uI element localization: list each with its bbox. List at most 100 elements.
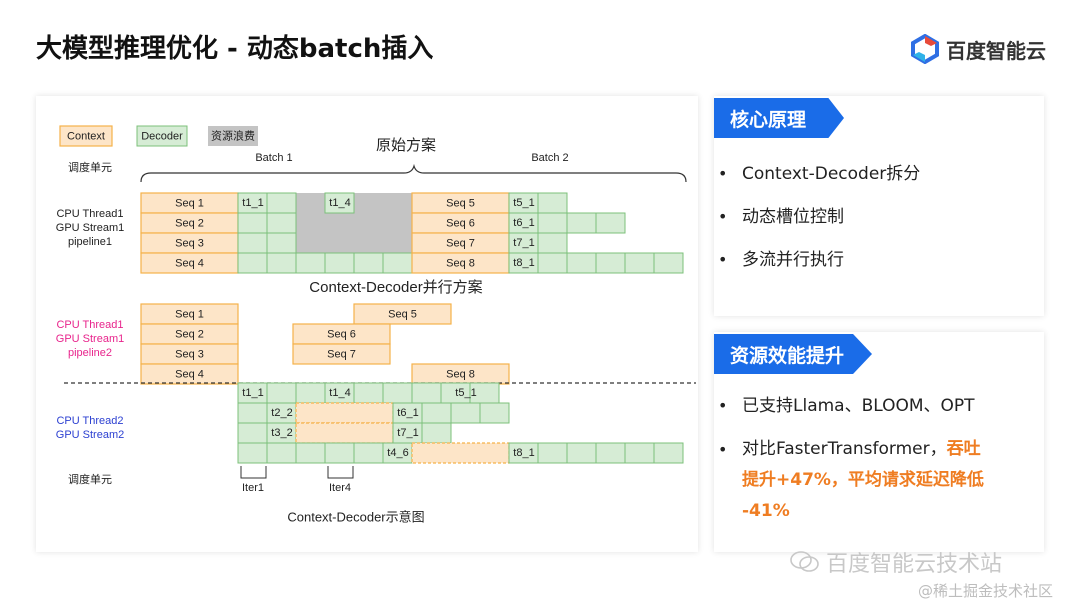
t4_6-label: t4_6 (387, 447, 408, 459)
seq-b-block (353, 303, 452, 325)
batch-brace (140, 163, 687, 183)
brand-logo: 百度智能云 (910, 32, 1046, 66)
stream2-label: GPU Stream2 (56, 429, 124, 441)
diagram-caption: Context-Decoder示意图 (287, 509, 424, 524)
decoder-cell (295, 442, 326, 464)
seq-a-block-label: Seq 1 (175, 197, 204, 209)
decoder-cell (324, 252, 355, 274)
decoder-cell (566, 252, 597, 274)
t6_1-label: t6_1 (513, 217, 534, 229)
decoder-cell (266, 382, 297, 404)
decoder-cell (237, 442, 268, 464)
legend-context (59, 125, 113, 147)
context-placeholder (411, 442, 510, 464)
list-item: 已支持Llama、BLOOM、OPT (714, 394, 1044, 418)
highlight-throughput: 吞吐 (946, 439, 981, 459)
seq-a-block (140, 363, 239, 385)
decoder-cell (237, 232, 268, 254)
legend-waste-label: 资源浪费 (211, 128, 255, 142)
t1_4-label: t1_4 (329, 387, 350, 399)
decoder-cell (595, 442, 626, 464)
legend-decoder-label: Decoder (141, 130, 183, 142)
decoder-cell (237, 402, 268, 424)
seq-b-block-label: Seq 5 (388, 308, 417, 320)
seq-b-block-label: Seq 8 (446, 257, 475, 269)
decoder-cell (566, 212, 597, 234)
decoder-cell (382, 382, 413, 404)
decoder-cell (421, 422, 452, 444)
wechat-watermark: 百度智能云技术站 (790, 546, 1002, 578)
juejin-watermark: @稀土掘金技术社区 (918, 582, 1054, 600)
decoder-cell (295, 382, 326, 404)
iter1-bracket (240, 466, 267, 479)
decoder-cell (595, 212, 626, 234)
iter1-label: Iter1 (242, 482, 264, 494)
seq-a-block-label: Seq 2 (175, 328, 204, 340)
seq-a-block-label: Seq 3 (175, 348, 204, 360)
t1_4-label: t1_4 (329, 197, 350, 209)
decoder-cell (624, 252, 655, 274)
decoder-cell (537, 192, 568, 214)
seq-b-block-label: Seq 7 (446, 237, 475, 249)
t2_2-label: t2_2 (271, 407, 292, 419)
seq-a-block-label: Seq 4 (175, 368, 204, 380)
t8_1-label: t8_1 (513, 257, 534, 269)
decoder-cell (237, 212, 268, 234)
legend-context-label: Context (67, 130, 105, 142)
decoder-cell (266, 192, 297, 214)
page-title: 大模型推理优化 - 动态batch插入 (36, 34, 434, 64)
core-principle-list: Context-Decoder拆分 动态槽位控制 多流并行执行 (714, 162, 1044, 272)
decoder-cell (324, 442, 355, 464)
list-item: 多流并行执行 (714, 248, 1044, 272)
list-item: Context-Decoder拆分 (714, 162, 1044, 186)
t1_1-label: t1_1 (242, 197, 263, 209)
wechat-icon (790, 551, 819, 572)
decoder-cell (479, 402, 510, 424)
baidu-cloud-logo-icon (911, 34, 939, 64)
t7_1-label: t7_1 (513, 237, 534, 249)
seq-a-block-label: Seq 1 (175, 308, 204, 320)
decoder-cell (353, 252, 384, 274)
t5_1-label: t5_1 (455, 387, 476, 399)
decoder-cell (266, 442, 297, 464)
seq-b-block-label: Seq 5 (446, 197, 475, 209)
pipeline1-label: GPU Stream1 (56, 222, 124, 234)
core-principle-tag: 核心原理 (714, 98, 844, 138)
resource-efficiency-panel: 资源效能提升 已支持Llama、BLOOM、OPT 对比FasterTransf… (714, 332, 1044, 552)
comparison-text: 对比FasterTransformer， (742, 439, 947, 459)
pipeline1-label: pipeline1 (68, 236, 112, 248)
scheduling-unit-label: 调度单元 (68, 472, 112, 486)
pipeline2-label: CPU Thread1 (56, 319, 123, 331)
t6_1-label: t6_1 (397, 407, 418, 419)
seq-b-block-label: Seq 6 (446, 217, 475, 229)
seq-a-block-label: Seq 2 (175, 217, 204, 229)
t5_1-label: t5_1 (513, 197, 534, 209)
decoder-cell (595, 252, 626, 274)
parallel-scheme-title: Context-Decoder并行方案 (309, 278, 482, 296)
stream2-label: CPU Thread2 (56, 415, 123, 427)
decoder-cell (382, 252, 413, 274)
decoder-cell (537, 252, 568, 274)
decoder-cell (653, 252, 684, 274)
decoder-cell (353, 442, 384, 464)
seq-a-block-label: Seq 3 (175, 237, 204, 249)
legend-decoder (136, 125, 188, 147)
batch2-label: Batch 2 (531, 152, 568, 164)
resource-efficiency-list: 已支持Llama、BLOOM、OPT 对比FasterTransformer，吞… (714, 394, 1044, 527)
wechat-watermark-text: 百度智能云技术站 (826, 552, 1003, 577)
decoder-cell (537, 232, 568, 254)
decoder-cell (537, 442, 568, 464)
decoder-cell (421, 402, 452, 424)
t8_1-label: t8_1 (513, 447, 534, 459)
pipeline2-label: pipeline2 (68, 347, 112, 359)
seq-b-block (292, 343, 391, 365)
core-principle-panel: 核心原理 Context-Decoder拆分 动态槽位控制 多流并行执行 (714, 96, 1044, 316)
pipeline1-label: CPU Thread1 (56, 208, 123, 220)
decoder-cell (295, 252, 326, 274)
decoder-cell (266, 252, 297, 274)
decoder-cell (266, 232, 297, 254)
seq-b-block-label: Seq 7 (327, 348, 356, 360)
context-placeholder (295, 422, 394, 444)
seq-b-block-label: Seq 6 (327, 328, 356, 340)
